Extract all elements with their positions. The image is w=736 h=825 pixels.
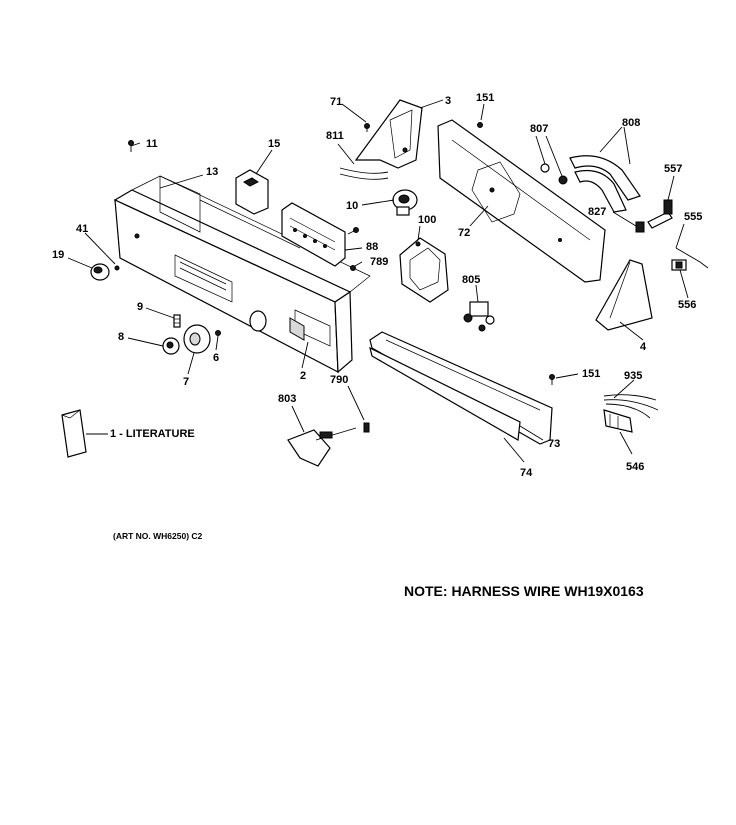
callout-805: 805 (462, 274, 480, 286)
leader-lines (67, 99, 689, 463)
callout-71: 71 (330, 96, 342, 108)
panel-frame-part-2 (131, 175, 371, 341)
bracket-part-803 (287, 427, 357, 467)
callout-10: 10 (346, 200, 358, 212)
spring-part-9 (173, 314, 181, 328)
callout-789: 789 (370, 256, 388, 268)
bracket-part-557 (647, 199, 673, 229)
callout-557: 557 (664, 163, 682, 175)
literature-label: 1 - LITERATURE (110, 428, 195, 440)
callout-6: 6 (213, 352, 219, 364)
callout-790: 790 (330, 374, 348, 386)
callout-7: 7 (183, 376, 189, 388)
callout-15: 15 (268, 138, 280, 150)
callout-811: 811 (326, 130, 344, 142)
callout-9: 9 (137, 301, 143, 313)
callout-807: 807 (530, 123, 548, 135)
trim-part-73 (369, 331, 553, 445)
callout-827: 827 (588, 206, 606, 218)
callout-72: 72 (458, 227, 470, 239)
clip-part-827 (635, 221, 645, 233)
knob-part-19 (90, 263, 110, 281)
callout-73: 73 (548, 438, 560, 450)
harness-part-935 (603, 394, 659, 419)
bracket-part-3 (354, 99, 423, 169)
callout-88: 88 (366, 241, 378, 253)
callout-11: 11 (146, 138, 158, 150)
washer-part-807 (540, 163, 568, 185)
callout-41: 41 (76, 223, 88, 235)
callout-74: 74 (520, 467, 533, 479)
screw-part-71 (364, 123, 370, 132)
back-panel-part-72 (437, 119, 606, 283)
callout-935: 935 (624, 370, 642, 382)
knob-part-8 (162, 337, 180, 355)
connector-part-546 (603, 409, 633, 433)
screw-part-151-bottom (549, 374, 555, 385)
plug-part-556 (671, 259, 687, 271)
callout-556: 556 (678, 299, 696, 311)
callout-4: 4 (640, 341, 647, 353)
clip-part-790 (363, 422, 370, 433)
screw-part-88b (347, 227, 359, 235)
hose-part-811 (339, 167, 389, 180)
endcap-part-4 (595, 259, 653, 331)
timer-part-100 (399, 237, 449, 303)
harness-note: NOTE: HARNESS WIRE WH19X0163 (404, 583, 644, 599)
callout-labels: 71 3 151 807 808 811 11 15 13 557 10 100… (52, 92, 702, 479)
callout-8: 8 (118, 331, 124, 343)
callout-808: 808 (622, 117, 640, 129)
callout-555: 555 (684, 211, 702, 223)
callout-19: 19 (52, 249, 64, 261)
callout-546: 546 (626, 461, 644, 473)
callout-151-bottom: 151 (582, 368, 600, 380)
control-board-part-88 (281, 202, 346, 267)
clip-part-6 (215, 330, 221, 336)
clip-part-41 (114, 265, 120, 271)
control-panel-part-13 (113, 189, 353, 374)
pressure-switch-part-10 (392, 189, 418, 216)
wire-part-555 (675, 247, 709, 269)
art-number: (ART NO. WH6250) C2 (113, 531, 203, 541)
callout-100: 100 (418, 214, 436, 226)
callout-13: 13 (206, 166, 218, 178)
callout-151-top: 151 (476, 92, 494, 104)
callout-3: 3 (445, 95, 451, 107)
callout-2: 2 (300, 370, 306, 382)
callout-803: 803 (278, 393, 296, 405)
dial-part-7 (183, 324, 211, 354)
literature-part-1 (61, 409, 87, 458)
trim-part-74 (369, 346, 521, 441)
screw-part-11 (128, 140, 134, 152)
ui-board-part-15 (235, 169, 269, 215)
screw-part-151-top (477, 122, 483, 128)
screw-part-789 (350, 261, 363, 271)
hose-part-808 (569, 155, 641, 213)
valve-part-805 (463, 301, 495, 332)
